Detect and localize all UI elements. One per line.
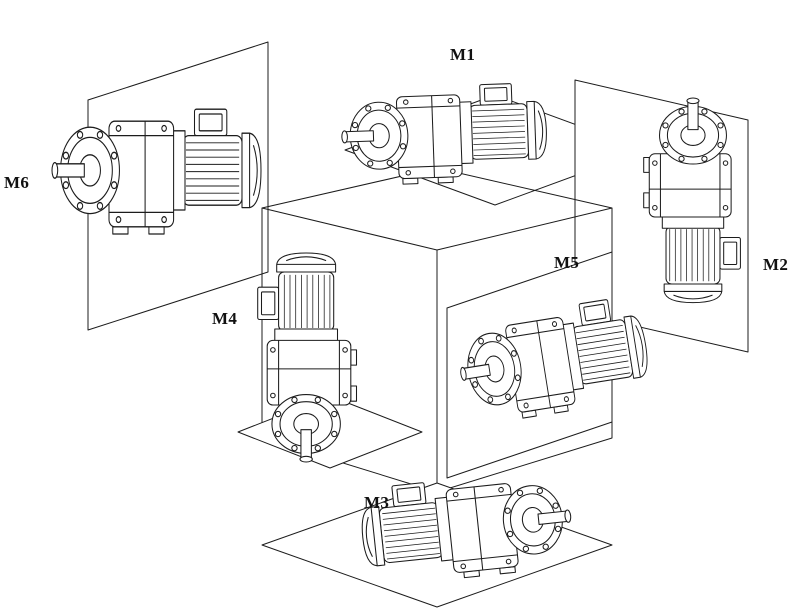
label-m6: M6 [4, 173, 30, 192]
label-m3: M3 [364, 493, 390, 512]
label-m5: M5 [554, 253, 580, 272]
label-m1: M1 [450, 45, 476, 64]
label-m4: M4 [212, 309, 238, 328]
label-m2: M2 [763, 255, 789, 274]
